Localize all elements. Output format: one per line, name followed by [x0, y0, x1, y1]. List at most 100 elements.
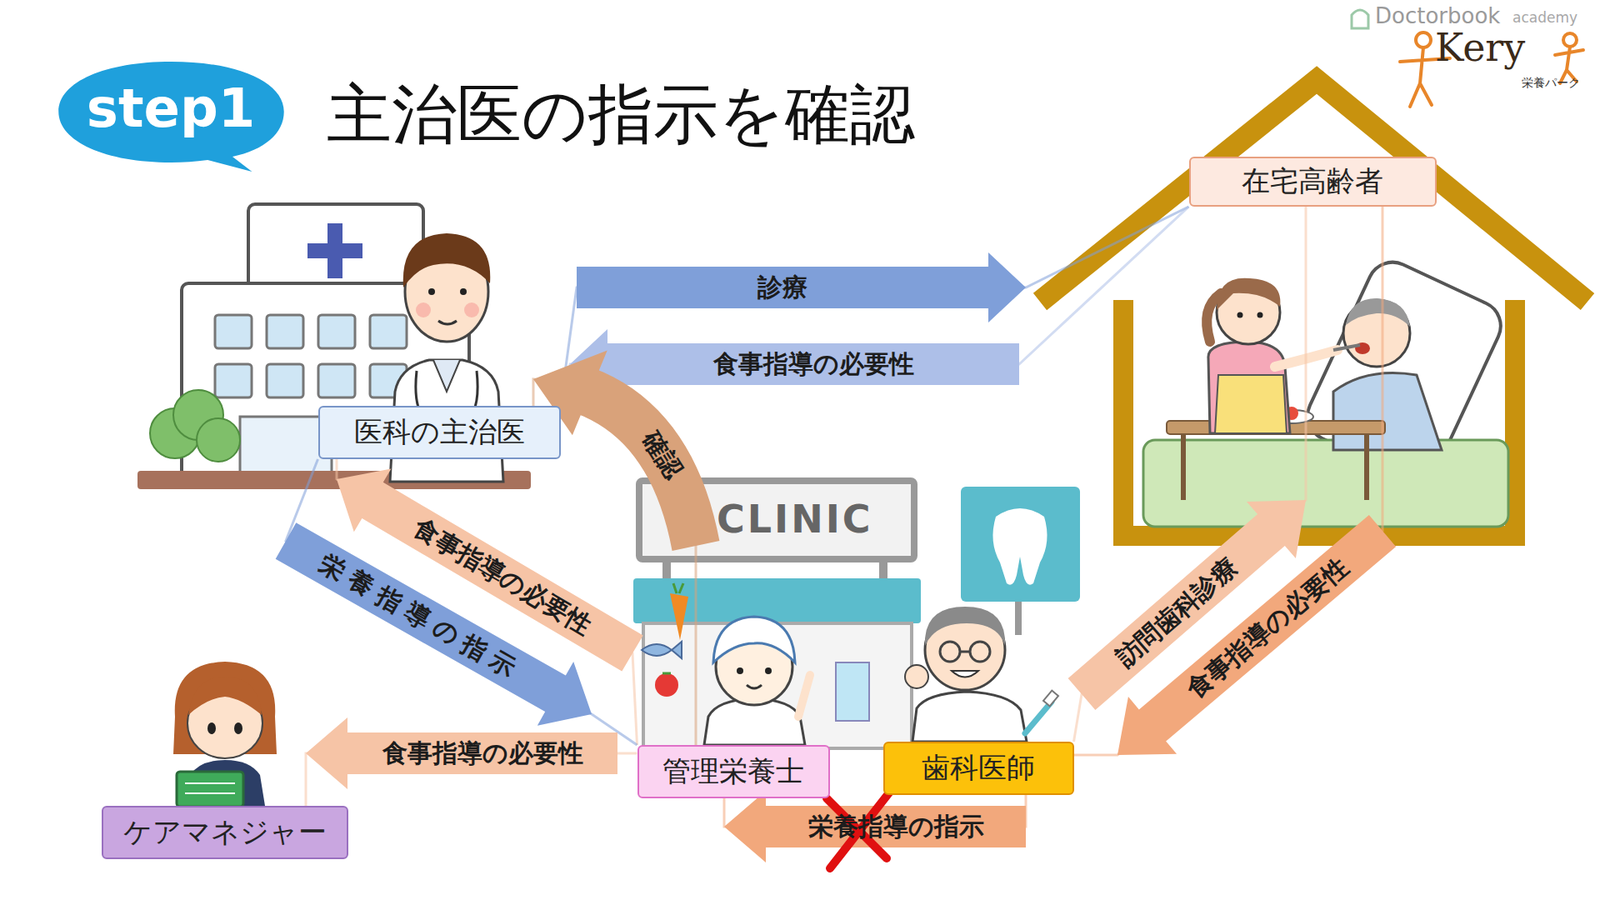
flow-arrow — [305, 717, 638, 806]
logo-text: 栄養パーク — [1521, 76, 1580, 89]
logo-text: academy — [1512, 10, 1578, 25]
dentist-figure — [940, 641, 960, 662]
flow-arrow — [560, 206, 1190, 406]
dietitian-figure — [662, 672, 671, 675]
care-manager-figure — [173, 661, 277, 807]
dietitian-figure — [670, 593, 689, 640]
node-label: step1 — [86, 78, 255, 140]
arrow-label: 診療 — [757, 275, 808, 300]
care-manager-figure — [188, 676, 262, 715]
dentist-figure — [1025, 701, 1052, 734]
flow-arrow — [1074, 206, 1384, 755]
dietitian-figure — [765, 667, 772, 675]
arrow-label: 食事指導の必要性 — [713, 351, 915, 377]
dentist-figure — [912, 691, 1027, 742]
dentist-figure — [925, 606, 1005, 646]
dentist-figure — [905, 606, 1059, 742]
care-scene — [1143, 440, 1509, 527]
dietitian-figure — [736, 667, 744, 675]
hospital — [215, 315, 252, 349]
person-box: ケアマネジャー — [101, 805, 349, 860]
node-label: 管理栄養士 — [662, 755, 805, 788]
doctor-figure — [438, 320, 457, 325]
care-scene — [1345, 298, 1410, 327]
dentist-figure — [905, 665, 929, 689]
flow-arrow — [560, 206, 1190, 406]
care-scene — [1216, 278, 1280, 310]
care-manager-figure — [185, 783, 235, 794]
dietitian-figure — [641, 583, 810, 745]
doctor-figure — [428, 288, 435, 295]
care-scene — [1333, 373, 1442, 451]
arrow-label: 栄養指導の指示 — [808, 814, 985, 840]
dietitian-figure — [641, 641, 682, 659]
dietitian-figure — [673, 583, 684, 594]
dentist-figure — [1043, 690, 1059, 707]
flow-arrow — [305, 717, 618, 790]
hospital — [266, 364, 304, 398]
person-box: 管理栄養士 — [637, 745, 830, 799]
person-box: 医科の主治医 — [318, 405, 561, 460]
clinic-building — [835, 662, 870, 721]
care-scene — [1215, 375, 1287, 434]
logo-text: Kery — [1435, 28, 1525, 67]
house-outline — [1040, 80, 1588, 536]
care-scene — [1208, 341, 1290, 434]
sign-text: CLINIC — [716, 500, 874, 539]
dentist-figure — [960, 650, 970, 654]
dietitian-figure — [746, 685, 762, 689]
care-scene — [1143, 254, 1510, 527]
flow-arrow — [275, 522, 592, 725]
hospital — [215, 364, 252, 398]
flow-arrow — [576, 252, 1026, 323]
flow-arrow — [570, 329, 1020, 400]
care-manager-figure — [176, 771, 244, 807]
dietitian-figure — [655, 673, 679, 697]
care-scene — [1183, 434, 1367, 500]
logo-mark — [1563, 33, 1577, 47]
dentist-figure — [951, 670, 979, 678]
care-scene — [1257, 312, 1264, 319]
dietitian-figure — [798, 675, 810, 717]
hospital — [150, 390, 240, 462]
doctor-figure — [403, 233, 491, 288]
doctor-figure — [460, 288, 467, 295]
dietitian-figure — [713, 616, 795, 663]
hospital — [196, 418, 240, 462]
care-manager-figure — [207, 722, 216, 735]
arrow-label: 食事指導の必要性 — [382, 740, 584, 766]
logo-text: Doctorbook — [1375, 5, 1500, 27]
doctor-figure — [415, 302, 431, 318]
flow-arrow — [560, 206, 1190, 406]
node-label: 在宅高齢者 — [1241, 165, 1384, 198]
hospital — [318, 364, 355, 398]
care-scene — [1333, 345, 1360, 350]
logo-mark — [1351, 10, 1369, 29]
hospital — [318, 315, 355, 349]
dentist-figure — [970, 641, 990, 662]
title-text: 主治医の指示を確認 — [326, 81, 915, 147]
flow-arrow — [560, 206, 1190, 406]
care-manager-figure — [234, 722, 243, 735]
clinic-building — [992, 508, 1047, 585]
flow-arrow — [1068, 206, 1306, 742]
step-bubble: step1 — [55, 56, 288, 174]
logo-mark — [1415, 32, 1431, 48]
bubble-shape — [58, 61, 284, 172]
node-label: 歯科医師 — [921, 751, 1035, 785]
person-box: 歯科医師 — [883, 741, 1075, 795]
clinic-building — [960, 486, 1080, 602]
flow-arrow — [724, 790, 1026, 863]
doctor-figure — [464, 302, 480, 318]
hospital — [307, 243, 363, 259]
hospital — [370, 315, 407, 349]
flow-arrow — [533, 350, 720, 550]
care-scene — [1237, 312, 1244, 319]
person-box: 在宅高齢者 — [1189, 156, 1437, 207]
hospital — [215, 315, 407, 398]
hospital — [266, 315, 304, 349]
node-label: 医科の主治医 — [354, 415, 525, 449]
clinic-building — [1015, 601, 1022, 635]
flow-arrow — [724, 790, 1026, 863]
care-scene — [1206, 293, 1221, 342]
